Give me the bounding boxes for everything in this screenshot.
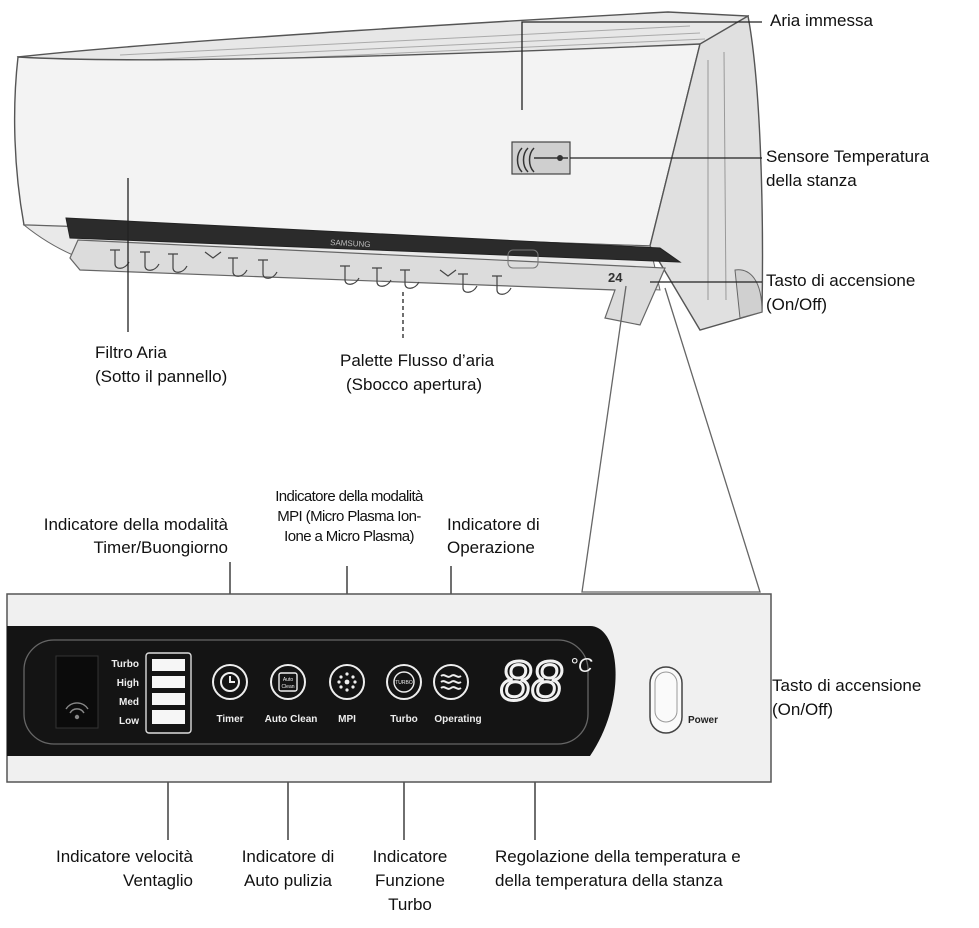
blade-hooks <box>110 249 512 295</box>
wifi-icon <box>65 702 89 720</box>
label-mpi-line3: Ione a Micro Plasma) <box>284 528 414 545</box>
brand-logo: SAMSUNG <box>330 238 371 249</box>
icon-label-auto-clean: Auto Clean <box>265 714 318 725</box>
label-power-top-line1: Tasto di accensione <box>766 271 916 290</box>
label-autoclean-line1: Indicatore di <box>241 847 335 866</box>
label-timer-line1: Indicatore della modalità <box>43 515 228 534</box>
label-turbo-line2: Funzione <box>375 871 445 890</box>
label-autoclean-line2: Auto pulizia <box>244 871 332 890</box>
air-flow-blades <box>69 239 666 326</box>
operating-icon <box>433 664 469 700</box>
power-button[interactable] <box>649 666 683 734</box>
auto-clean-badge-1: Auto <box>283 677 294 683</box>
power-label: Power <box>688 715 718 726</box>
temperature-unit: °C <box>570 655 593 677</box>
label-blades-line1: Palette Flusso d’aria <box>340 351 495 370</box>
icon-label-mpi: MPI <box>338 714 356 725</box>
zoom-beam <box>581 285 761 593</box>
temperature-display: 88 <box>500 649 562 712</box>
label-power-panel-line1: Tasto di accensione <box>772 676 922 695</box>
label-filter-line1: Filtro Aria <box>95 343 167 362</box>
fan-level-low: Low <box>119 716 139 727</box>
auto-clean-badge-2: Clean <box>281 684 294 690</box>
fan-level-high: High <box>117 678 139 689</box>
unit-display: 24 <box>608 270 623 285</box>
label-room-sensor-line2: della stanza <box>766 171 857 190</box>
label-mpi-line1: Indicatore della modalità <box>275 488 423 505</box>
control-panel: Turbo High Med Low Auto Clean TURB <box>6 593 772 783</box>
label-fan-line2: Ventaglio <box>123 871 193 890</box>
fan-speed-indicator <box>145 652 192 734</box>
label-filter-line2: (Sotto il pannello) <box>95 367 228 386</box>
turbo-badge: TURBO <box>395 680 413 686</box>
label-turbo-line1: Indicatore <box>372 847 448 866</box>
label-fan-line1: Indicatore velocità <box>55 847 193 866</box>
indoor-unit: SAMSUNG 24 <box>13 11 764 331</box>
label-air-inlet: Aria immessa <box>770 11 873 30</box>
label-operating-line1: Indicatore di <box>447 515 540 534</box>
turbo-icon <box>386 664 422 700</box>
fan-level-med: Med <box>119 697 139 708</box>
label-temp-line1: Regolazione della temperatura e <box>495 847 741 866</box>
label-turbo-line3: Turbo <box>388 895 432 914</box>
fan-level-turbo: Turbo <box>111 659 139 670</box>
label-mpi-line2: MPI (Micro Plasma Ion- <box>277 508 421 525</box>
auto-clean-icon <box>270 664 306 700</box>
label-operating-line2: Operazione <box>447 538 535 557</box>
label-timer-line2: Timer/Buongiorno <box>93 538 229 557</box>
label-blades-line2: (Sbocco apertura) <box>346 375 483 394</box>
label-power-top-line2: (On/Off) <box>766 295 828 314</box>
icon-label-operating: Operating <box>434 714 481 725</box>
mpi-icon <box>329 664 365 700</box>
icon-label-timer: Timer <box>216 714 243 725</box>
timer-icon <box>212 664 248 700</box>
icon-label-turbo: Turbo <box>390 714 418 725</box>
label-power-panel-line2: (On/Off) <box>772 700 834 719</box>
label-room-sensor-line1: Sensore Temperatura <box>766 147 930 166</box>
front-panel <box>13 43 701 247</box>
label-temp-line2: della temperatura della stanza <box>495 871 723 890</box>
